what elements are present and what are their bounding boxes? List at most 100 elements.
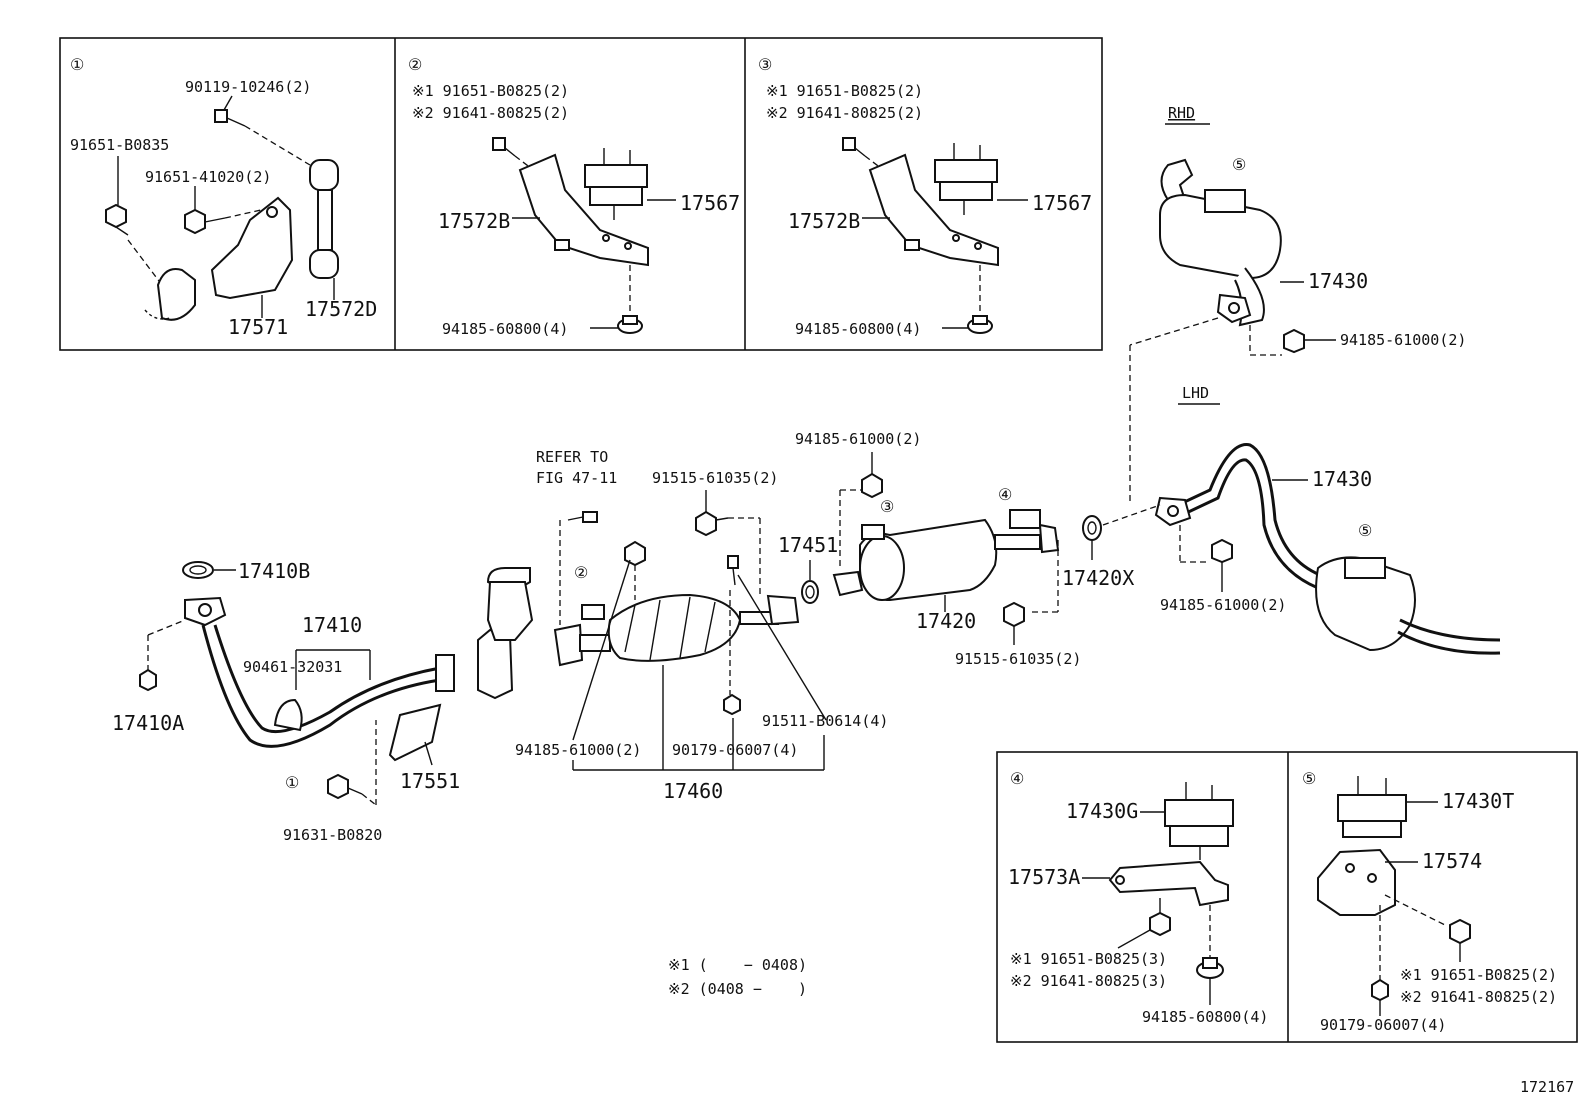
hanger-plate-17571-icon	[210, 196, 294, 300]
label-90119-10246: 90119-10246(2)	[185, 78, 311, 96]
main-exhaust: 17410B 17410 90461-32031 17410A ① 91631-…	[112, 430, 1161, 844]
label-17573A: 17573A	[1008, 865, 1080, 889]
label-91651-41020: 91651-41020(2)	[145, 168, 271, 186]
label-17572B-2: 17572B	[788, 209, 860, 233]
label-94185-60800-2: 94185-60800(4)	[795, 320, 921, 338]
label-17567-2: 17567	[1032, 191, 1092, 215]
panel-1: ① 90119-10246(2) 91651-B0835 91651-41020…	[70, 55, 377, 339]
note-1-panel-5: ※1 91651-B0825(2)	[1400, 966, 1557, 984]
tailpipe-lhd-icon	[1177, 443, 1501, 655]
nut-icon	[1211, 538, 1233, 564]
label-94185-61000-lhd: 94185-61000(2)	[1160, 596, 1286, 614]
footnote-2: ※2 (0408 − )	[668, 980, 807, 998]
mount-cushion-17567-icon	[584, 148, 648, 220]
label-90179-06007-2: 90179-06007(4)	[1320, 1016, 1446, 1034]
label-91651-B0835: 91651-B0835	[70, 136, 169, 154]
callout-1: ①	[285, 773, 299, 792]
label-91631-B0820: 91631-B0820	[283, 826, 382, 844]
panel-4-number: ④	[1010, 769, 1024, 788]
bracket-17573A-icon	[1108, 860, 1229, 907]
center-muffler-17420-icon	[832, 509, 1060, 602]
panel-2-number: ②	[408, 55, 422, 74]
heat-insulator-17551-icon	[388, 703, 442, 762]
bolt-icon	[842, 137, 866, 157]
rhd-section: RHD ⑤ 17430 94185-61000(2)	[1129, 104, 1466, 505]
bracket-17574-icon	[1317, 848, 1396, 916]
nut-icon	[1283, 328, 1305, 354]
note-2-panel-4: ※2 91641-80825(3)	[1010, 972, 1167, 990]
nut-icon	[139, 668, 157, 692]
bolt-icon	[214, 109, 246, 127]
callout-3: ③	[880, 497, 894, 516]
flange-icon	[1154, 496, 1192, 527]
panel-5: ⑤ 17430T 17574 ※1 91651-B0825(2) ※2 9164…	[1302, 769, 1557, 1034]
gasket-17410B-icon	[182, 561, 214, 579]
mount-cushion-17567-icon	[934, 143, 998, 215]
note-2-panel-5: ※2 91641-80825(2)	[1400, 988, 1557, 1006]
nut-icon	[1371, 978, 1389, 1002]
label-17571: 17571	[228, 315, 288, 339]
refer-fig-text: FIG 47-11	[536, 469, 617, 487]
label-17430-rhd: 17430	[1308, 269, 1368, 293]
label-91515-61035-b: 91515-61035(2)	[955, 650, 1081, 668]
panel-3-number: ③	[758, 55, 772, 74]
label-17420X: 17420X	[1062, 566, 1134, 590]
label-17430G: 17430G	[1066, 799, 1138, 823]
note-2-panel-3: ※2 91641-80825(2)	[766, 104, 923, 122]
label-94185-60800-3: 94185-60800(4)	[1142, 1008, 1268, 1026]
label-90461-32031: 90461-32031	[243, 658, 342, 676]
rubber-mount-icon	[144, 268, 196, 321]
label-91515-61035-a: 91515-61035(2)	[652, 469, 778, 487]
mount-cushion-17430T-icon	[1337, 776, 1407, 838]
label-17410A: 17410A	[112, 711, 184, 735]
label-17572D: 17572D	[305, 297, 377, 321]
label-17572B: 17572B	[438, 209, 510, 233]
top-panels-frame	[59, 37, 1103, 351]
nut-icon	[624, 540, 646, 567]
bolt-icon	[1149, 898, 1171, 937]
nut-icon	[617, 315, 643, 334]
nut-icon	[861, 472, 883, 499]
bracket-17572B-icon	[868, 153, 999, 267]
label-94185-61000-b: 94185-61000(2)	[795, 430, 921, 448]
label-17567: 17567	[680, 191, 740, 215]
nut-icon	[967, 315, 993, 334]
note-1-panel-4: ※1 91651-B0825(3)	[1010, 950, 1167, 968]
flange-icon	[1216, 293, 1252, 324]
bolt-icon	[492, 137, 516, 157]
note-2-panel-2: ※2 91641-80825(2)	[412, 104, 569, 122]
label-94185-61000-a: 94185-61000(2)	[515, 741, 641, 759]
panel-1-number: ①	[70, 55, 84, 74]
bolt-icon	[184, 208, 226, 235]
lhd-label: LHD	[1182, 384, 1209, 402]
label-94185-61000-rhd: 94185-61000(2)	[1340, 331, 1466, 349]
lhd-section: LHD 17430 ⑤ 94185-61000(2)	[1154, 384, 1501, 655]
bolt-icon	[567, 511, 598, 523]
bottom-panels-frame	[996, 751, 1578, 1043]
note-1-panel-3: ※1 91651-B0825(2)	[766, 82, 923, 100]
mount-cushion-17430G-icon	[1164, 782, 1234, 860]
figure-id: 172167	[1520, 1078, 1574, 1096]
bolt-icon	[105, 203, 129, 236]
footnote-1: ※1 ( − 0408)	[668, 956, 807, 974]
panel-4: ④ 17430G 17573A ※1 91651-B0825(3) ※2 916…	[1008, 769, 1268, 1026]
label-94185-60800: 94185-60800(4)	[442, 320, 568, 338]
label-17410B: 17410B	[238, 559, 310, 583]
label-17574: 17574	[1422, 849, 1482, 873]
bracket-17572D-icon	[309, 159, 339, 300]
label-17460: 17460	[663, 779, 723, 803]
callout-2: ②	[574, 563, 588, 582]
bolt-icon	[1003, 601, 1025, 628]
footnotes: ※1 ( − 0408) ※2 (0408 − )	[668, 956, 807, 998]
callout-4: ④	[998, 485, 1012, 504]
lhd-number: ⑤	[1358, 521, 1372, 540]
label-17410: 17410	[302, 613, 362, 637]
label-17430-lhd: 17430	[1312, 467, 1372, 491]
gasket-17451-icon	[801, 580, 819, 604]
heat-shield-icon	[477, 567, 534, 700]
label-90179-06007: 90179-06007(4)	[672, 741, 798, 759]
label-91511-B0614: 91511-B0614(4)	[762, 712, 888, 730]
label-17430T: 17430T	[1442, 789, 1514, 813]
panel-5-number: ⑤	[1302, 769, 1316, 788]
